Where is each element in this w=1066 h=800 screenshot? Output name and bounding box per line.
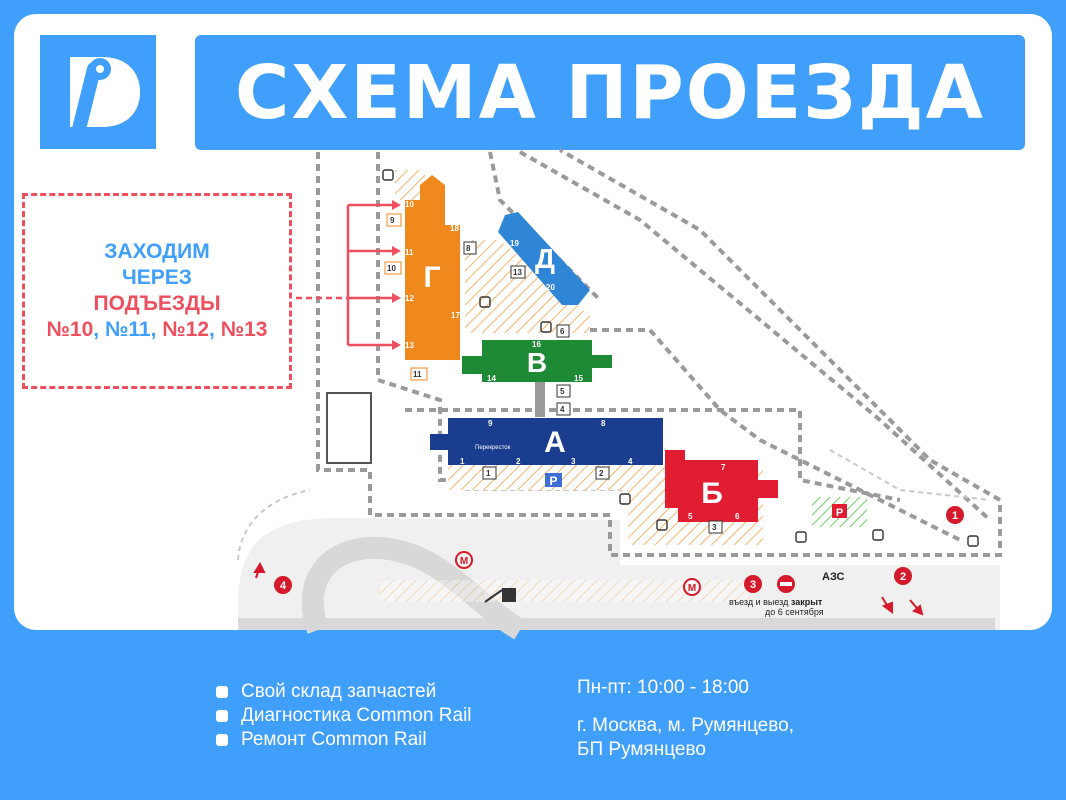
svg-text:20: 20 bbox=[546, 283, 555, 292]
callout-line-2: ЧЕРЕЗ bbox=[122, 266, 192, 289]
svg-text:3: 3 bbox=[750, 579, 756, 591]
building-b[interactable]: Б bbox=[665, 450, 778, 522]
gate-4 bbox=[274, 576, 292, 594]
svg-text:5: 5 bbox=[560, 387, 565, 396]
title-bar: СХЕМА ПРОЕЗДА bbox=[195, 35, 1025, 150]
barrier-icon bbox=[484, 588, 516, 603]
closed-note-line1: въезд и выезд закрыт bbox=[729, 597, 823, 607]
bullet-icon bbox=[216, 686, 228, 698]
svg-text:5: 5 bbox=[688, 512, 693, 521]
svg-text:18: 18 bbox=[450, 224, 459, 233]
svg-text:7: 7 bbox=[721, 463, 726, 472]
svg-text:1: 1 bbox=[952, 510, 958, 522]
entrance-numbers-b: 7 5 6 3 bbox=[688, 463, 740, 534]
entrance-numbers-v: 16 14 15 5 4 bbox=[487, 340, 583, 416]
svg-text:13: 13 bbox=[513, 268, 522, 277]
address-line-1: г. Москва, м. Румянцево, bbox=[577, 715, 794, 736]
gate-arrows bbox=[253, 561, 924, 616]
entrance-numbers-a: 9 8 1 2 3 4 1 2 bbox=[460, 419, 633, 480]
svg-text:8: 8 bbox=[601, 419, 606, 428]
feature-item: Диагностика Common Rail bbox=[216, 704, 472, 728]
parking-sign-red bbox=[832, 504, 847, 518]
callout-line-3: ПОДЪЕЗДЫ bbox=[93, 292, 221, 315]
logo bbox=[40, 35, 156, 149]
feature-item: Свой склад запчастей bbox=[216, 680, 472, 704]
checkpoint-icons bbox=[382, 169, 979, 547]
gate-1 bbox=[946, 506, 964, 524]
entrance-callout: ЗАХОДИМ ЧЕРЕЗ ПОДЪЕЗДЫ №10, №11, №12, №1… bbox=[22, 193, 292, 389]
svg-text:15: 15 bbox=[574, 374, 583, 383]
callout-line-1: ЗАХОДИМ bbox=[104, 240, 210, 263]
metro-icon: M bbox=[455, 551, 473, 569]
gates: 1 2 3 4 bbox=[274, 506, 964, 594]
entrance-arrows bbox=[296, 203, 395, 347]
svg-text:M: M bbox=[688, 583, 696, 594]
svg-text:13: 13 bbox=[405, 341, 414, 350]
svg-text:1: 1 bbox=[460, 457, 465, 466]
svg-text:10: 10 bbox=[405, 200, 414, 209]
svg-text:1: 1 bbox=[486, 469, 491, 478]
entrance-numbers-g: 10 9 18 8 11 10 12 17 13 11 bbox=[384, 200, 477, 381]
perekrestok-label: Перекресток bbox=[475, 445, 511, 451]
svg-text:3: 3 bbox=[571, 457, 576, 466]
closed-note-line2: до 6 сентября bbox=[765, 607, 824, 617]
feature-list: Свой склад запчастей Диагностика Common … bbox=[216, 680, 472, 752]
gate-3 bbox=[744, 575, 762, 593]
gate-2 bbox=[894, 567, 912, 585]
svg-text:2: 2 bbox=[900, 571, 906, 583]
no-entry-icon bbox=[777, 575, 795, 593]
address-line-2: БП Румянцево bbox=[577, 739, 706, 760]
svg-text:4: 4 bbox=[280, 580, 287, 592]
bullet-icon bbox=[216, 734, 228, 746]
svg-text:19: 19 bbox=[510, 239, 519, 248]
svg-text:3: 3 bbox=[712, 523, 717, 532]
building-d-label: Д bbox=[535, 243, 555, 274]
svg-text:10: 10 bbox=[387, 264, 396, 273]
feature-item: Ремонт Common Rail bbox=[216, 728, 472, 752]
working-hours: Пн-пт: 10:00 - 18:00 bbox=[577, 677, 750, 698]
svg-text:2: 2 bbox=[599, 469, 604, 478]
svg-text:8: 8 bbox=[466, 244, 471, 253]
hatched-zone-d bbox=[465, 240, 590, 333]
svg-text:17: 17 bbox=[451, 311, 460, 320]
building-v-label: В bbox=[527, 347, 547, 378]
svg-text:2: 2 bbox=[516, 457, 521, 466]
svg-text:9: 9 bbox=[488, 419, 493, 428]
svg-text:P: P bbox=[836, 507, 843, 519]
entrance-arrowheads bbox=[392, 200, 401, 350]
svg-text:M: M bbox=[460, 556, 468, 567]
svg-text:P: P bbox=[549, 474, 557, 488]
azs-label: АЗС bbox=[822, 571, 845, 583]
building-d[interactable]: Д bbox=[498, 212, 590, 305]
roads bbox=[238, 518, 1000, 640]
contact-info: Пн-пт: 10:00 - 18:00 г. Москва, м. Румян… bbox=[577, 676, 794, 762]
svg-text:9: 9 bbox=[390, 216, 395, 225]
wrench-p-logo-icon bbox=[70, 57, 140, 140]
building-a-label: А bbox=[544, 426, 566, 459]
svg-text:6: 6 bbox=[735, 512, 740, 521]
svg-text:11: 11 bbox=[405, 248, 414, 257]
parking-lot-outline bbox=[326, 392, 372, 464]
building-g-label: Г bbox=[423, 261, 440, 294]
metro-icon: M bbox=[683, 578, 701, 596]
entrance-numbers-d: 19 13 20 6 bbox=[510, 239, 570, 338]
building-b-label: Б bbox=[701, 477, 723, 510]
page-title: СХЕМА ПРОЕЗДА bbox=[235, 49, 985, 136]
parking-sign bbox=[545, 473, 562, 487]
svg-text:4: 4 bbox=[560, 405, 565, 414]
building-v[interactable]: В bbox=[462, 340, 612, 417]
svg-text:6: 6 bbox=[560, 327, 565, 336]
svg-text:4: 4 bbox=[628, 457, 633, 466]
svg-text:14: 14 bbox=[487, 374, 496, 383]
svg-text:11: 11 bbox=[413, 370, 422, 379]
callout-entrances: №10, №11, №12, №13 bbox=[46, 318, 268, 341]
site-boundaries bbox=[316, 148, 1002, 557]
svg-text:12: 12 bbox=[405, 294, 414, 303]
bullet-icon bbox=[216, 710, 228, 722]
building-g[interactable]: Г bbox=[405, 175, 460, 360]
svg-text:16: 16 bbox=[532, 340, 541, 349]
building-a[interactable]: А Перекресток bbox=[430, 418, 663, 465]
